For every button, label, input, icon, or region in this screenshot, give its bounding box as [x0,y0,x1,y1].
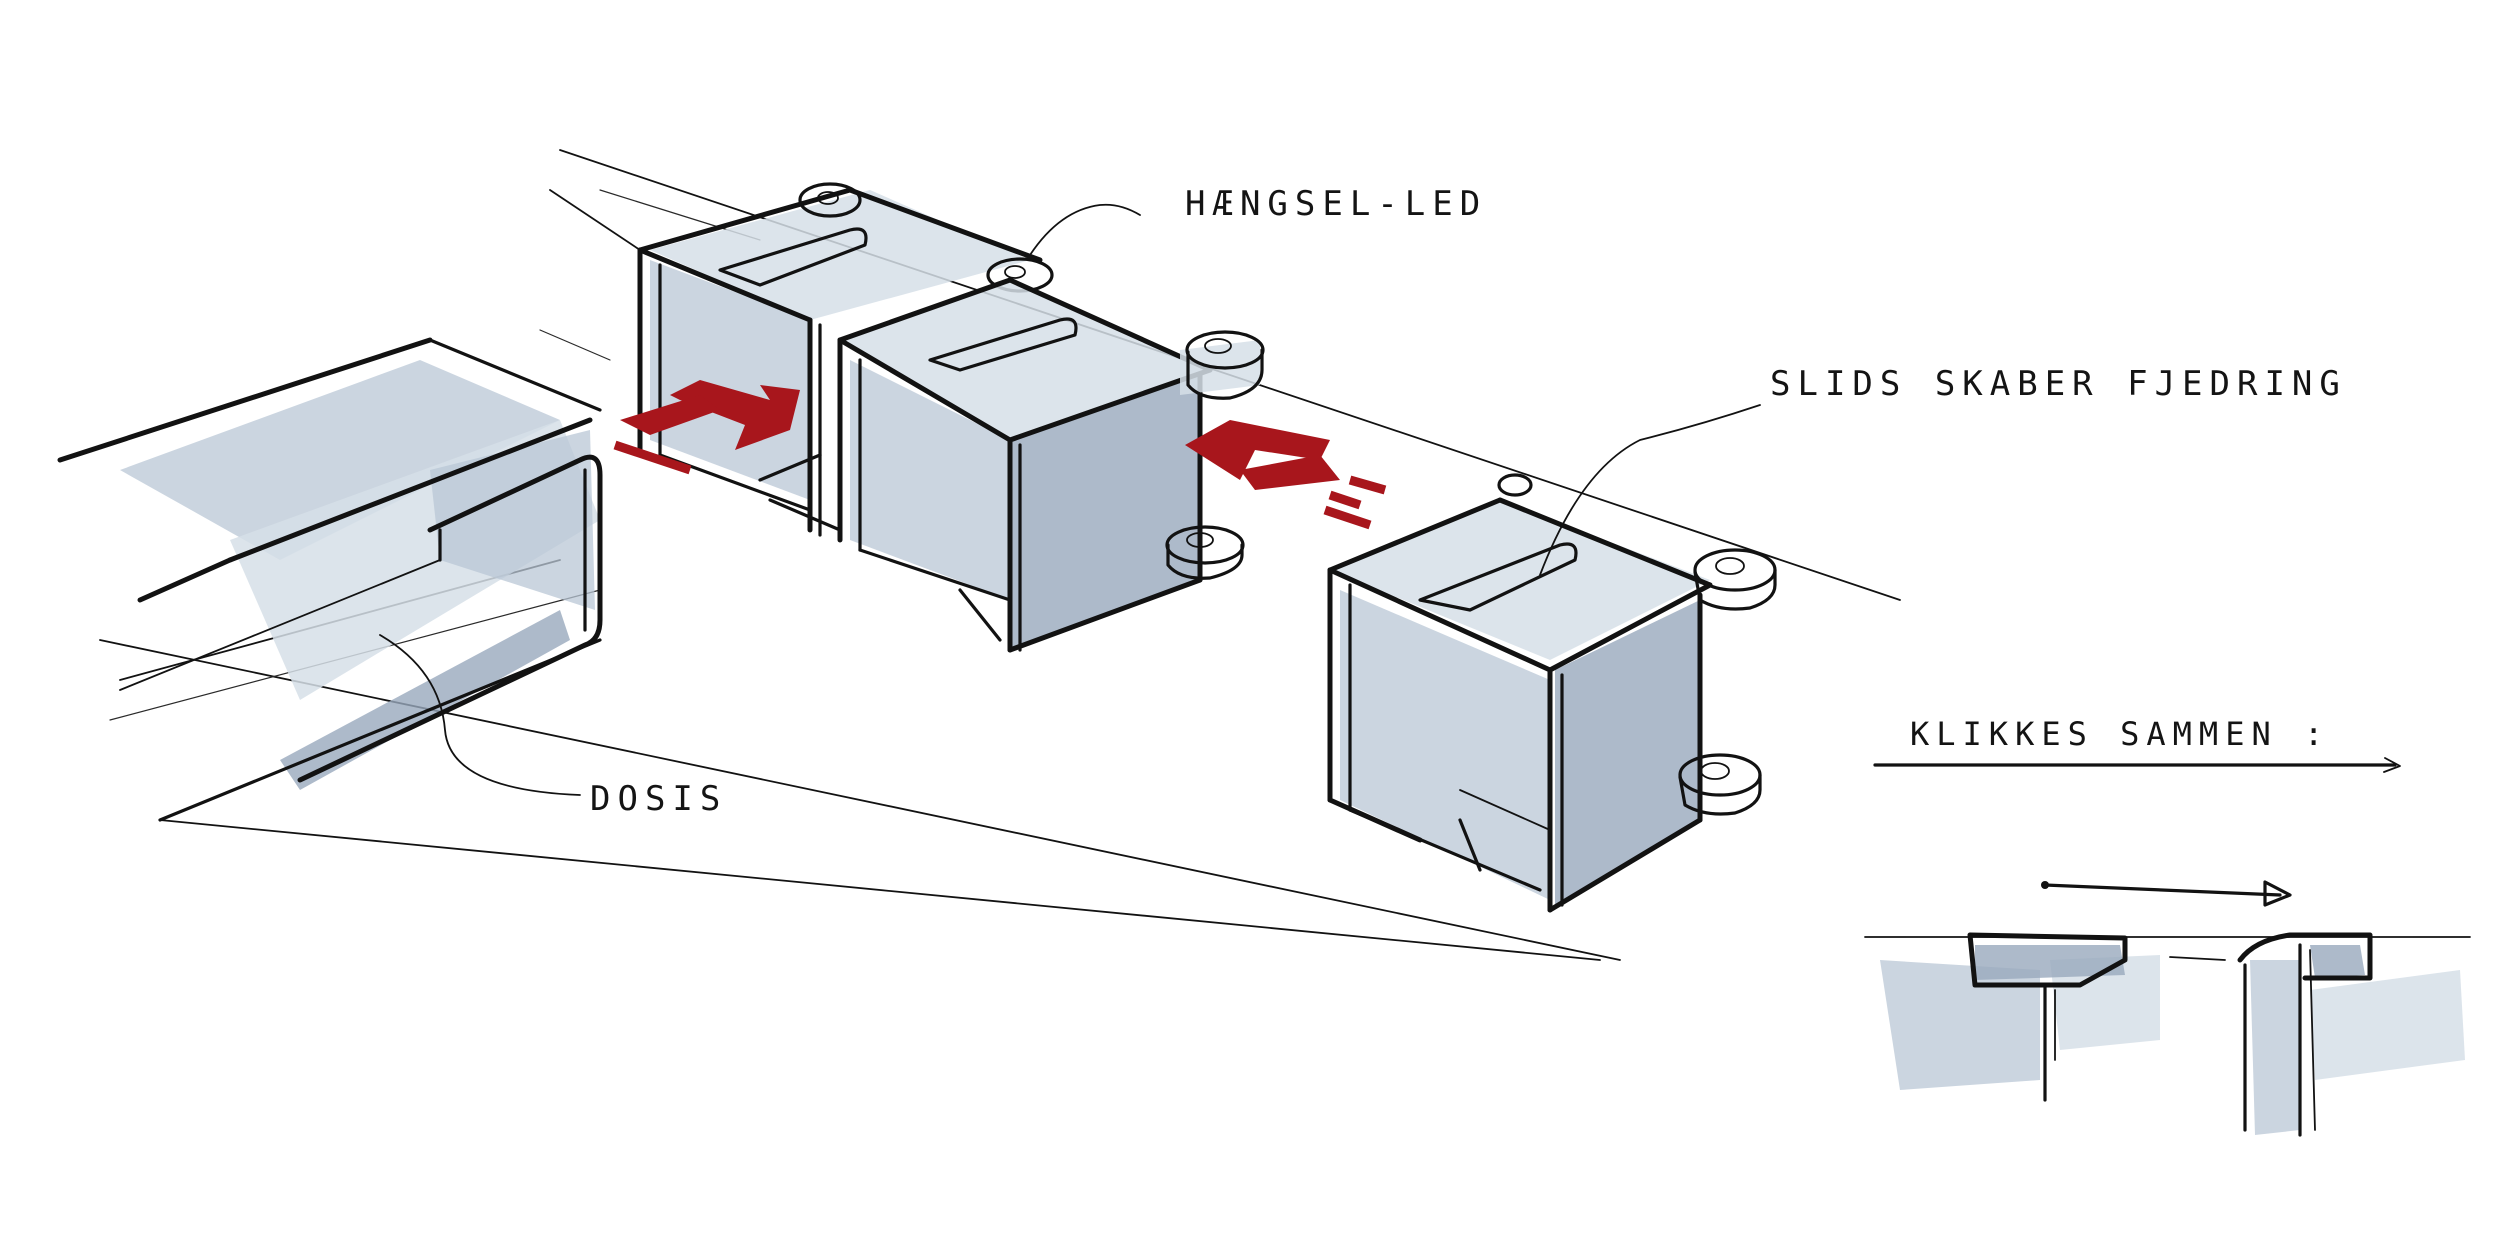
module-middle [758,277,1265,653]
label-haengsel-led: HÆNGSEL-LED [1185,184,1487,224]
module-front [1327,473,1777,913]
label-klikkes-sammen: KLIKKES SAMMEN : [1910,715,2330,753]
label-slids-skaber-fjedring: SLIDS SKABER FJEDRING [1770,364,2347,404]
leader-lines [379,203,1761,796]
red-arrow-right [1185,420,1387,530]
module-back [549,182,1054,537]
label-dosis: DOSIS [590,779,727,819]
red-arrow-left [613,380,800,475]
dosis-block [57,329,611,822]
snap-detail [1864,757,2471,1137]
